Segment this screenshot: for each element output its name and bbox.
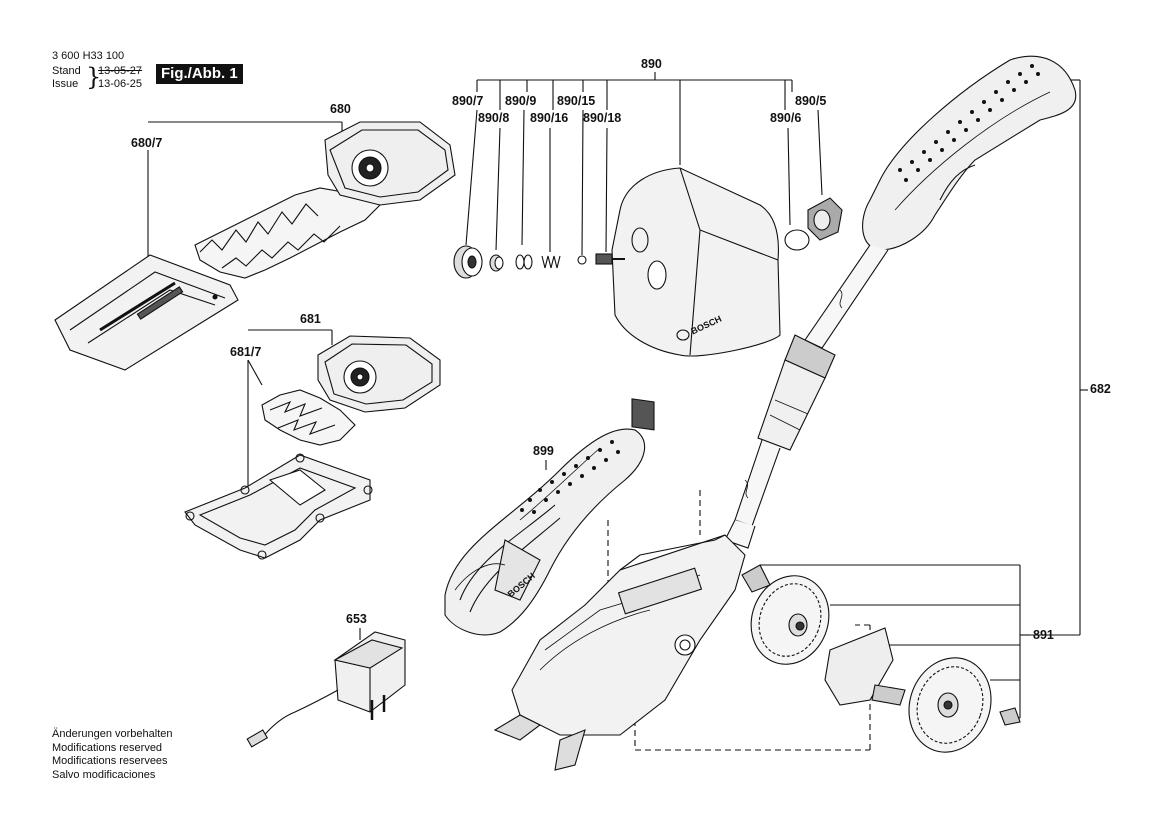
label-890-6: 890/6 [770, 111, 802, 125]
label-682: 682 [1090, 382, 1111, 396]
leader-681 [247, 329, 333, 490]
label-890-5: 890/5 [795, 94, 827, 108]
notice-line-en: Modifications reserved [52, 741, 163, 754]
issue-date: 13-06-25 [98, 78, 143, 90]
modifications-notice: Änderungen vorbehalten Modifications res… [52, 728, 172, 782]
stand-date: 13-05-27 [98, 65, 143, 77]
handle-cover-899 [444, 428, 646, 636]
label-899: 899 [533, 444, 554, 458]
leader-682 [1030, 79, 1088, 636]
label-890: 890 [641, 57, 662, 71]
label-680: 680 [330, 102, 351, 116]
label-890-8: 890/8 [478, 111, 510, 125]
blade-cover-plate [184, 453, 373, 560]
issue-label: Issue [52, 78, 79, 90]
label-890-16: 890/16 [530, 111, 569, 125]
small-parts-890 [453, 197, 843, 279]
brace-glyph: } [86, 63, 102, 91]
notice-line-de: Änderungen vorbehalten [52, 728, 173, 740]
wheel-front [750, 575, 830, 665]
label-680-7: 680/7 [131, 136, 163, 150]
stand-label: Stand [52, 65, 81, 77]
charger-653 [246, 631, 406, 748]
leader-890 [465, 72, 823, 256]
label-653: 653 [346, 612, 367, 626]
motor-housing-890 [611, 167, 781, 431]
label-891: 891 [1033, 628, 1054, 642]
grip-dot-pattern-682 [898, 64, 1040, 182]
axle-bracket [741, 564, 1021, 726]
shrub-blade-680 [194, 121, 456, 279]
label-681: 681 [300, 312, 321, 326]
label-681-7: 681/7 [230, 345, 262, 359]
telescopic-handle-682 [724, 55, 1077, 549]
figure-tag: Fig./Abb. 1 [156, 64, 243, 84]
grip-dot-pattern-899 [520, 440, 620, 514]
blade-sheath-680-7 [54, 254, 239, 371]
label-890-15: 890/15 [557, 94, 596, 108]
notice-line-es: Salvo modificaciones [52, 768, 156, 781]
wheel-rear [908, 657, 992, 753]
label-890-9: 890/9 [505, 94, 537, 108]
lower-chassis [493, 534, 746, 771]
doc-number: 3 600 H33 100 [52, 50, 125, 62]
grass-blade-681 [261, 335, 441, 446]
label-890-7: 890/7 [452, 94, 484, 108]
label-890-18: 890/18 [583, 111, 622, 125]
notice-line-fr: Modifications reservees [52, 755, 168, 767]
